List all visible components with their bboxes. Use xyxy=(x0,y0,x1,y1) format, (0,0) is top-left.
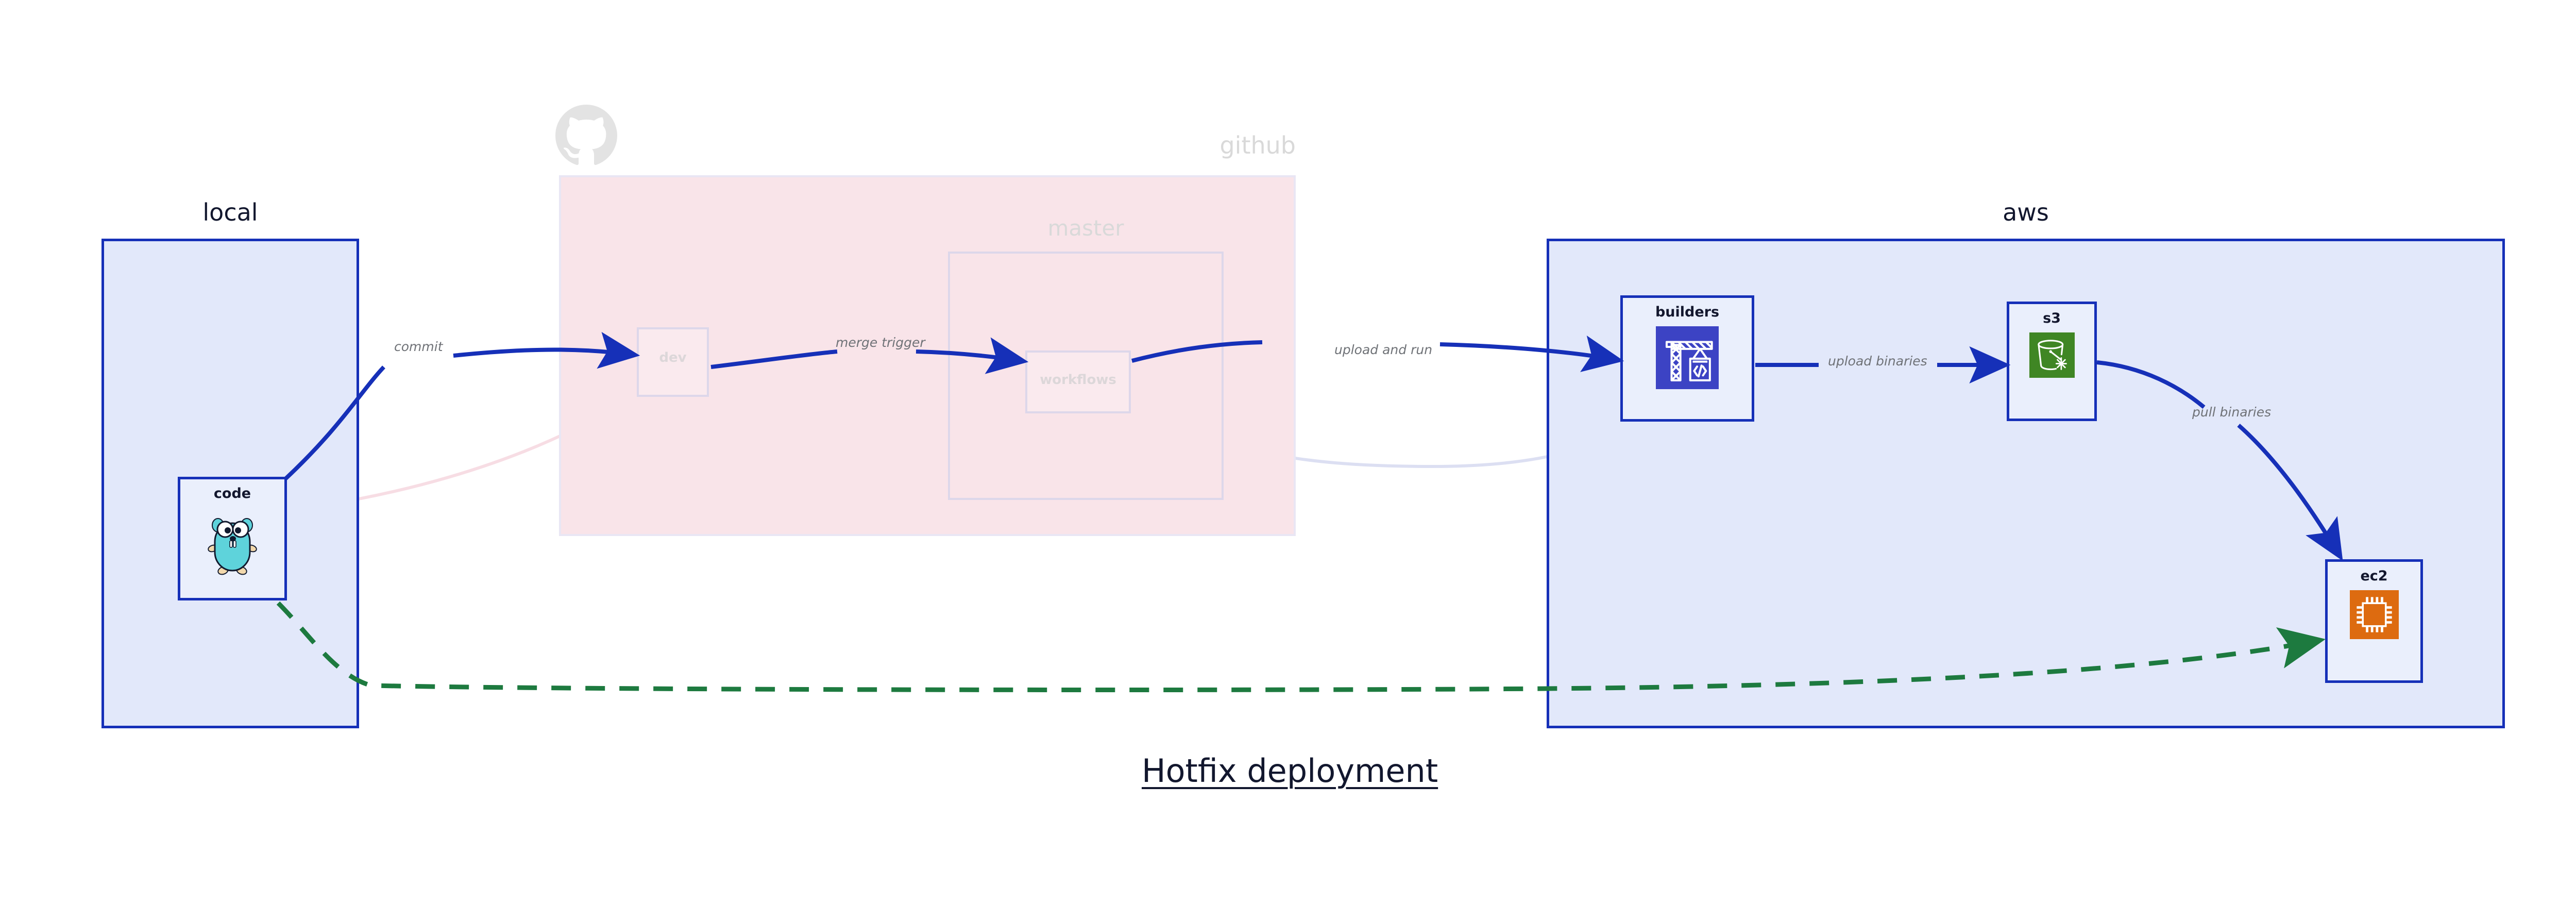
node-builders[interactable]: builders xyxy=(1620,295,1754,422)
diagram-title: Hotfix deployment xyxy=(1142,752,1438,790)
golang-gopher-icon xyxy=(208,518,257,575)
edge-label-merge-trigger: merge trigger xyxy=(836,335,925,350)
edge-label-upload-and-run: upload and run xyxy=(1334,342,1433,357)
cluster-local-label: local xyxy=(202,198,258,226)
cluster-master-label: master xyxy=(1047,215,1124,241)
node-code[interactable]: code xyxy=(178,477,287,600)
node-dev[interactable]: dev xyxy=(637,327,709,397)
cluster-aws-label: aws xyxy=(2003,198,2049,226)
node-dev-label: dev xyxy=(659,350,687,365)
edge-label-commit: commit xyxy=(394,339,443,354)
edge-label-upload-binaries: upload binaries xyxy=(1828,354,1927,369)
node-s3-label: s3 xyxy=(2043,310,2061,326)
node-ec2[interactable]: ec2 xyxy=(2325,559,2423,683)
node-builders-label: builders xyxy=(1655,304,1720,320)
aws-codebuild-icon xyxy=(1656,326,1719,389)
node-workflows[interactable]: workflows xyxy=(1025,350,1131,413)
node-s3[interactable]: s3 xyxy=(2007,302,2097,421)
edge-label-pull-binaries: pull binaries xyxy=(2192,405,2272,420)
github-octocat-icon xyxy=(555,105,617,165)
node-workflows-label: workflows xyxy=(1040,372,1116,388)
node-ec2-label: ec2 xyxy=(2360,568,2388,584)
aws-ec2-chip-icon xyxy=(2349,590,2399,639)
node-code-label: code xyxy=(213,486,251,502)
cluster-github-label: github xyxy=(1219,131,1296,159)
aws-s3-bucket-icon xyxy=(2029,332,2075,378)
